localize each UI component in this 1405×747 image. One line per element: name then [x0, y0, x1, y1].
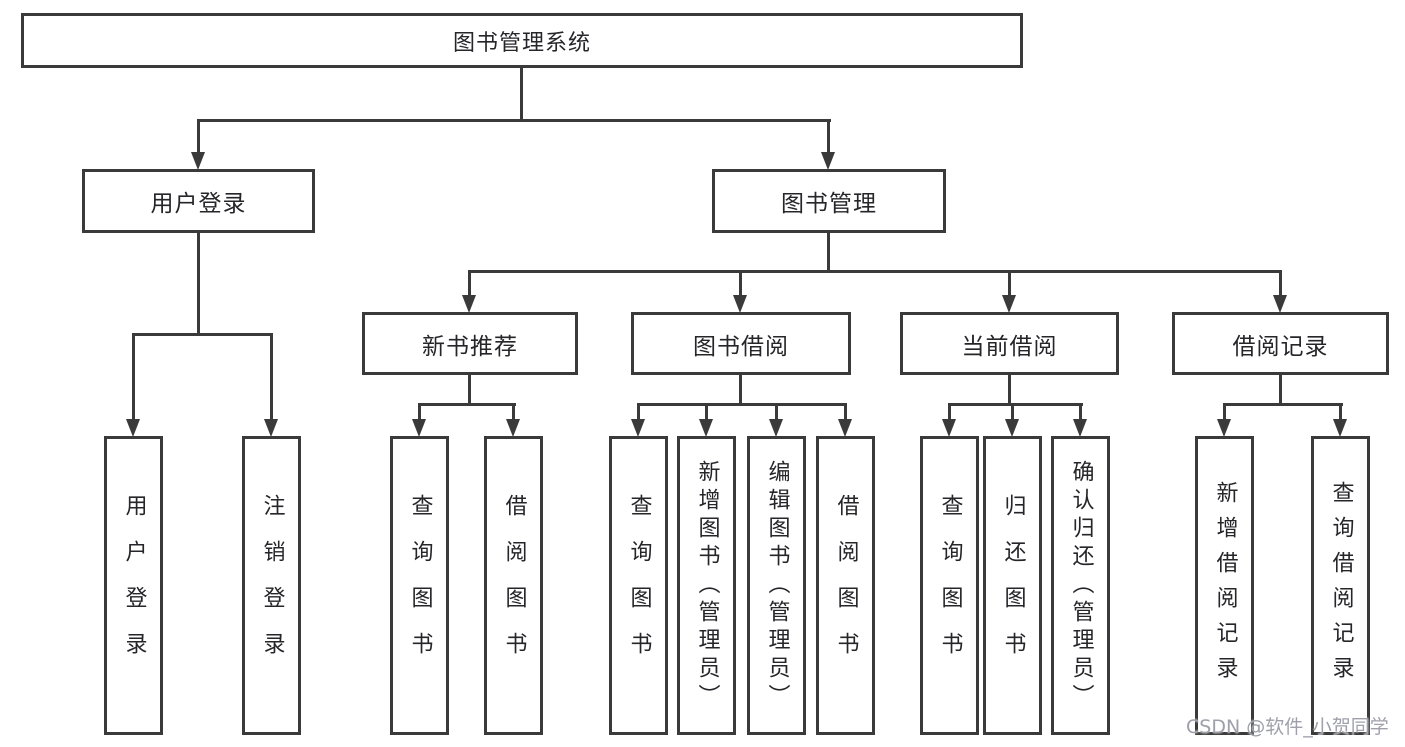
arrowhead-down-icon — [699, 419, 713, 437]
node-label: 借阅记录 — [1232, 333, 1329, 360]
leaf-borrow-books-recommend: 借阅图书 — [484, 436, 543, 735]
arrowhead-down-icon — [126, 419, 140, 437]
connector-line — [468, 270, 471, 298]
arrowhead-down-icon — [769, 419, 783, 437]
leaf-add-borrow-record: 新增借阅记录 — [1195, 436, 1254, 735]
connector-line — [512, 403, 515, 421]
connector-line — [1223, 403, 1343, 406]
leaf-return-books: 归还图书 — [983, 436, 1042, 735]
connector-line — [132, 333, 273, 336]
node-label: 当前借阅 — [961, 333, 1058, 360]
leaf-label: 确认归还（管理员） — [1068, 459, 1094, 712]
arrowhead-down-icon — [1333, 419, 1347, 437]
node-user-login: 用户登录 — [82, 169, 315, 233]
connector-line — [739, 270, 742, 298]
connector-line — [1279, 375, 1282, 406]
connector-line — [827, 119, 830, 155]
arrowhead-down-icon — [462, 295, 476, 313]
node-label: 图书借阅 — [693, 333, 789, 360]
leaf-label: 用户登录 — [121, 493, 147, 678]
leaf-label: 查询图书 — [626, 493, 652, 678]
connector-line — [637, 403, 640, 421]
arrowhead-down-icon — [942, 419, 956, 437]
arrowhead-down-icon — [412, 419, 426, 437]
leaf-label: 新增借阅记录 — [1212, 480, 1238, 691]
node-root-system: 图书管理系统 — [21, 13, 1023, 68]
node-label: 新书推荐 — [422, 333, 518, 360]
connector-line — [739, 375, 742, 406]
connector-line — [705, 403, 708, 421]
connector-line — [197, 119, 200, 155]
leaf-label: 借阅图书 — [501, 493, 527, 678]
node-new-book-recommend: 新书推荐 — [362, 312, 578, 375]
node-label: 图书管理 — [781, 191, 877, 217]
leaf-label: 查询图书 — [937, 493, 963, 678]
leaf-query-borrow-record: 查询借阅记录 — [1311, 436, 1370, 735]
connector-line — [844, 403, 847, 421]
connector-line — [418, 403, 421, 421]
connector-line — [1011, 403, 1014, 421]
connector-line — [1279, 270, 1282, 298]
arrowhead-down-icon — [1273, 295, 1287, 313]
arrowhead-down-icon — [191, 152, 205, 170]
connector-line — [520, 68, 523, 122]
connector-line — [1339, 403, 1342, 421]
connector-line — [270, 333, 273, 421]
csdn-watermark: CSDN @软件_小贺同学 — [1186, 716, 1389, 738]
connector-line — [1008, 375, 1011, 406]
connector-line — [197, 119, 831, 122]
connector-line — [775, 403, 778, 421]
node-borrow-records: 借阅记录 — [1172, 312, 1389, 375]
connector-line — [1079, 403, 1082, 421]
node-current-borrow: 当前借阅 — [900, 312, 1119, 375]
connector-line — [418, 403, 516, 406]
arrowhead-down-icon — [1002, 295, 1016, 313]
connector-line — [468, 375, 471, 406]
node-book-management: 图书管理 — [712, 169, 946, 233]
arrowhead-down-icon — [733, 295, 747, 313]
leaf-label: 查询图书 — [407, 493, 433, 678]
node-label: 图书管理系统 — [452, 30, 591, 56]
connector-line — [827, 233, 830, 273]
connector-line — [948, 403, 951, 421]
connector-line — [1223, 403, 1226, 421]
leaf-borrow-books: 借阅图书 — [816, 436, 875, 735]
node-label: 用户登录 — [150, 191, 247, 217]
leaf-logout: 注销登录 — [242, 436, 301, 735]
leaf-user-login: 用户登录 — [104, 436, 163, 735]
arrowhead-down-icon — [1005, 419, 1019, 437]
arrowhead-down-icon — [838, 419, 852, 437]
leaf-query-books-current: 查询图书 — [920, 436, 979, 735]
arrowhead-down-icon — [1073, 419, 1087, 437]
connector-line — [1008, 270, 1011, 298]
connector-line — [948, 403, 1083, 406]
leaf-label: 编辑图书（管理员） — [764, 459, 790, 712]
arrowhead-down-icon — [1217, 419, 1231, 437]
leaf-label: 归还图书 — [1000, 493, 1026, 678]
leaf-label: 注销登录 — [259, 493, 285, 678]
leaf-label: 查询借阅记录 — [1328, 480, 1354, 691]
leaf-label: 借阅图书 — [833, 493, 859, 678]
node-book-borrow: 图书借阅 — [631, 312, 851, 375]
leaf-add-books-admin: 新增图书（管理员） — [677, 436, 736, 735]
connector-line — [468, 270, 1282, 273]
leaf-edit-books-admin: 编辑图书（管理员） — [747, 436, 806, 735]
leaf-query-books-recommend: 查询图书 — [390, 436, 449, 735]
connector-line — [637, 403, 847, 406]
arrowhead-down-icon — [821, 152, 835, 170]
arrowhead-down-icon — [264, 419, 278, 437]
arrowhead-down-icon — [631, 419, 645, 437]
connector-line — [132, 333, 135, 421]
leaf-confirm-return-admin: 确认归还（管理员） — [1051, 436, 1110, 735]
connector-line — [197, 233, 200, 336]
leaf-label: 新增图书（管理员） — [694, 459, 720, 712]
leaf-query-books-borrow: 查询图书 — [609, 436, 668, 735]
arrowhead-down-icon — [506, 419, 520, 437]
